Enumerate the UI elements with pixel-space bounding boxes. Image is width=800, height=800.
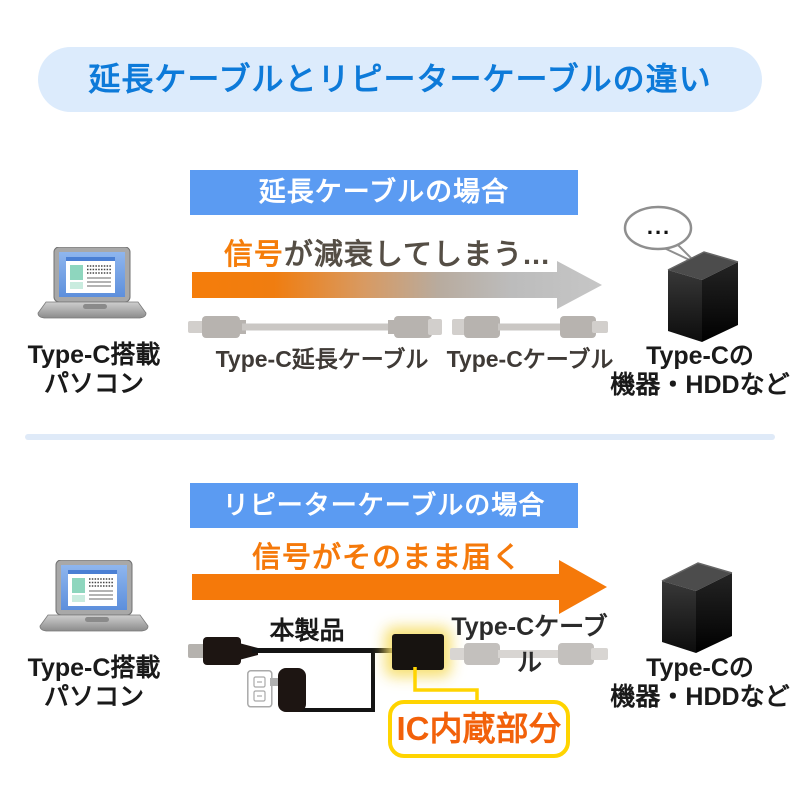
hdd-label: Type-Cの 機器・HDDなど — [610, 654, 790, 711]
ac-adapter-icon — [270, 668, 306, 712]
extension-caption: 信号が減衰してしまう... — [192, 231, 582, 273]
repeater-unit-icon — [392, 634, 444, 670]
product-cord — [252, 648, 394, 653]
typec-cable-icon — [450, 643, 608, 665]
speech-bubble-icon — [623, 205, 697, 264]
typec-cable-label: Type-Cケーブル — [451, 613, 608, 677]
extension-caption-highlight: 信号 — [223, 239, 284, 271]
power-wire-horizontal — [288, 708, 375, 712]
page-title: 延長ケーブルとリピーターケーブルの違い — [38, 47, 762, 112]
laptop-icon — [39, 560, 149, 632]
laptop-label: Type-C搭載 パソコン — [27, 341, 161, 398]
power-wire-vertical — [371, 650, 375, 712]
hdd-icon — [667, 251, 739, 342]
extension-caption-rest: が減衰してしまう... — [283, 239, 551, 271]
hdd-icon — [661, 562, 733, 653]
typec-cable-icon — [452, 316, 608, 338]
ic-callout-label: IC内蔵部分 — [388, 700, 570, 758]
extension-cable-label: Type-C延長ケーブル — [215, 346, 429, 372]
bubble-dots: ... — [646, 214, 672, 239]
extension-cable-icon — [188, 316, 442, 338]
laptop-label: Type-C搭載 パソコン — [27, 654, 161, 711]
product-label: 本製品 — [269, 617, 345, 645]
laptop-icon — [37, 247, 147, 319]
typec-cable-label: Type-Cケーブル — [446, 346, 614, 372]
hdd-label: Type-Cの 機器・HDDなど — [610, 342, 790, 399]
power-outlet-icon — [247, 670, 273, 708]
section-header-repeater: リピーターケーブルの場合 — [190, 483, 578, 528]
usb-connector-icon — [188, 637, 258, 665]
section-header-extension: 延長ケーブルの場合 — [190, 170, 578, 215]
ic-callout-line — [413, 667, 479, 702]
repeater-caption: 信号がそのまま届く — [251, 542, 522, 574]
section-divider — [25, 434, 775, 440]
